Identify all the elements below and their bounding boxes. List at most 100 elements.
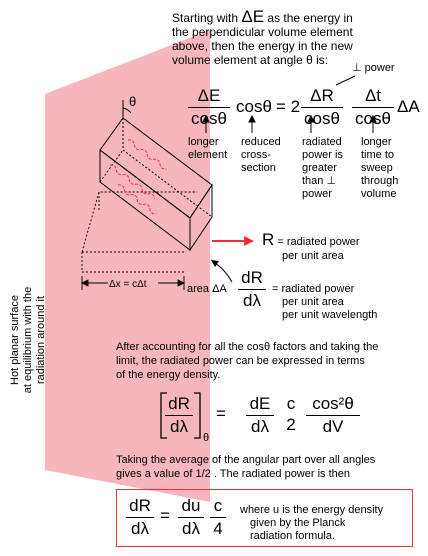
- annotation-time-2: time to: [361, 149, 395, 161]
- paragraph-angular-average: Taking the average of the angular part o…: [116, 453, 421, 481]
- eq3-r2-den: 4: [213, 519, 223, 538]
- intro-line-4: volume element at angle θ is:: [172, 53, 329, 67]
- perp-power-arrow: [335, 75, 356, 86]
- eq2-r3-den: dV: [322, 417, 344, 436]
- R-def-line-2: per unit area: [282, 250, 344, 262]
- area-arrow-head: [211, 260, 219, 267]
- eq2-right-bracket: [194, 392, 201, 439]
- perpendicular-volume-element: [81, 191, 197, 273]
- annotation-radiated-power: radiated power is greater than ⊥ power: [302, 136, 343, 201]
- annotation-longer-element-2: element: [188, 149, 228, 161]
- eq3-note: where u is the energy density given by t…: [240, 504, 383, 543]
- eq3-l-den: dλ: [131, 519, 149, 538]
- intro-text: Starting with ΔE as the energy in the pe…: [172, 8, 422, 67]
- surface-label-line-2: at equilibrium with the: [22, 287, 34, 393]
- annotation-radiated-4: than ⊥: [302, 175, 337, 187]
- eq3-left-fraction: dR dλ: [126, 496, 154, 539]
- intro-line-1a: Starting with: [172, 11, 242, 25]
- R-def-line-1: = radiated power: [274, 236, 360, 248]
- eq3-note-line-2: given by the Planck: [250, 517, 346, 529]
- dRdl-definition: = radiated power per unit area per unit …: [272, 283, 377, 322]
- eq2-l-den: dλ: [170, 417, 188, 436]
- annotation-longer-time: longer time to sweep through volume: [361, 136, 398, 201]
- perp-power-label: ⊥ power: [352, 62, 395, 74]
- para2-line-2: limit, the radiated power can be express…: [116, 355, 365, 367]
- eq1-fraction-power: ΔR cosθ: [301, 86, 343, 129]
- eq1-fraction-energy: ΔE cosθ: [188, 86, 230, 129]
- para3-line-2: gives a value of 1/2 . The radiated powe…: [116, 468, 350, 480]
- dRdl-def-line-3: per unit wavelength: [282, 309, 378, 321]
- surface-label-line-3: radiation around it: [35, 296, 47, 384]
- para2-line-1: After accounting for all the cosθ factor…: [116, 341, 379, 353]
- dRdl-def-line-2: per unit area: [282, 296, 344, 308]
- intro-line-3: above, then the energy in the new: [172, 39, 353, 53]
- dx-label: Δx = cΔt: [109, 279, 147, 290]
- eq3-r1-num: du: [181, 496, 201, 515]
- eq2-r2-num: c: [286, 394, 296, 413]
- eq3-r2-num: c: [213, 496, 223, 515]
- annotation-reduced-3: section: [241, 162, 276, 174]
- hot-planar-surface: [45, 30, 210, 502]
- eq1-f2-den: cosθ: [304, 109, 340, 128]
- eq2-equals: =: [216, 404, 226, 423]
- surface-label-line-1: Hot planar surface: [9, 295, 21, 385]
- eq1-area: ΔA: [397, 97, 420, 116]
- annotation-arrows: [202, 114, 377, 133]
- eq1-equals-two: = 2: [276, 97, 301, 116]
- annotation-longer-element-1: longer: [188, 136, 219, 148]
- paragraph-energy-density: After accounting for all the cosθ factor…: [116, 340, 421, 382]
- annotation-radiated-2: power is: [302, 149, 343, 161]
- theta-label: θ: [129, 94, 136, 109]
- area-label: area ΔA: [187, 283, 227, 295]
- eq1-f3-num: Δt: [364, 86, 382, 105]
- eq2-r1-den: dλ: [251, 417, 269, 436]
- annotation-time-4: through: [361, 175, 399, 187]
- dx-dimension: [80, 276, 186, 290]
- eq2-left-bracket: [160, 392, 167, 439]
- eq2-r1-num: dE: [249, 394, 271, 413]
- eq1-f3-den: cosθ: [355, 109, 391, 128]
- intro-line-2: the perpendicular volume element: [172, 25, 353, 39]
- eq1-fraction-time: Δt cosθ: [352, 86, 394, 129]
- para2-line-3: of the energy density.: [116, 369, 221, 381]
- R-definition: R = radiated power per unit area: [262, 230, 360, 263]
- radiation-waves: [109, 139, 167, 215]
- eq3-note-line-1: where u is the energy density: [240, 504, 384, 516]
- annotation-reduced-1: reduced: [241, 136, 281, 148]
- slanted-volume-element: [99, 117, 213, 252]
- dRdl-den: dλ: [243, 291, 261, 310]
- annotation-reduced-2: cross-: [241, 149, 271, 161]
- intro-line-1b: as the energy in: [264, 11, 353, 25]
- eq3-equals: =: [160, 506, 170, 525]
- annotation-radiated-5: power: [302, 188, 332, 200]
- eq3-fraction-du: du dλ: [178, 496, 204, 539]
- eq2-r2-den: 2: [286, 415, 296, 434]
- dRdl-def-line-1: = radiated power: [272, 283, 355, 295]
- eq2-l-num: dR: [168, 394, 190, 413]
- eq3-l-num: dR: [129, 496, 151, 515]
- theta-arc: [122, 107, 132, 114]
- eq3-note-line-3: radiation formula.: [250, 530, 335, 542]
- eq1-cos: cosθ: [236, 97, 272, 116]
- eq1-f1-den: cosθ: [191, 109, 227, 128]
- surface-label: Hot planar surface at equilibrium with t…: [9, 287, 47, 393]
- annotation-time-5: volume: [361, 188, 397, 200]
- eq1-f2-num: ΔR: [310, 86, 334, 105]
- R-symbol: R: [262, 230, 275, 249]
- eq2-fraction-cos: cos²θ dV: [306, 394, 360, 437]
- eq2-subscript-theta: θ: [203, 432, 210, 444]
- R-arrow-head: [244, 236, 254, 246]
- annotation-time-3: sweep: [361, 162, 393, 174]
- annotation-reduced-cross-section: reduced cross- section: [241, 136, 281, 175]
- eq1-f1-num: ΔE: [197, 86, 221, 105]
- eq2-r3-num: cos²θ: [312, 394, 354, 413]
- para3-line-1: Taking the average of the angular part o…: [116, 454, 376, 466]
- annotation-radiated-1: radiated: [302, 136, 342, 148]
- eq2-fraction-dE: dE dλ: [246, 394, 274, 437]
- final-result-box: [116, 489, 413, 547]
- eq3-r1-den: dλ: [182, 519, 200, 538]
